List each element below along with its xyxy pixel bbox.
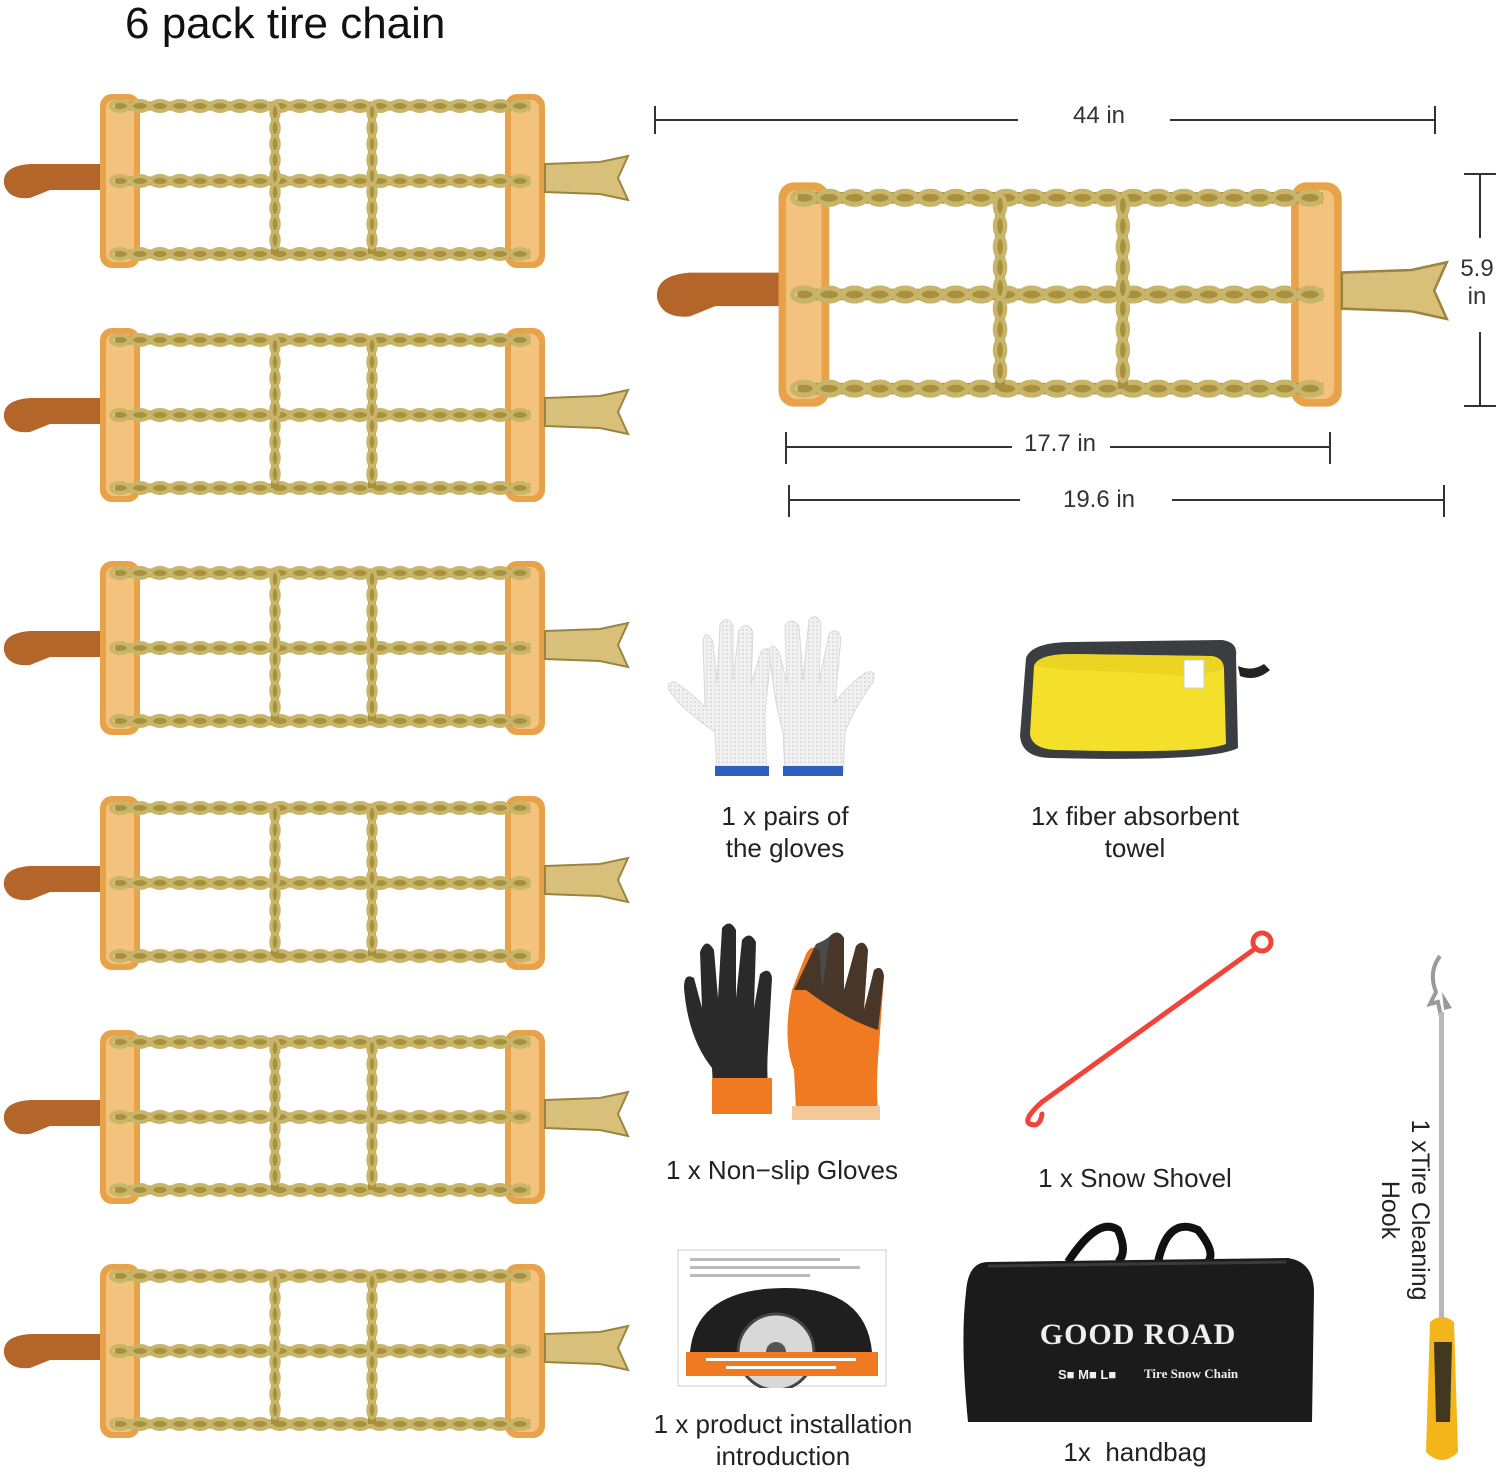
handbag-sizes: S■ M■ L■ (1058, 1367, 1117, 1382)
tire-chain-icon (3, 1030, 630, 1204)
tire-chain-icon (3, 94, 630, 268)
manual-caption: 1 x product installation introduction (630, 1408, 936, 1472)
tire-chain-icon (3, 561, 630, 735)
tire-chain-icon (3, 796, 630, 970)
tire-cleaning-hook-icon (1426, 954, 1458, 1460)
towel-caption-line1: 1x fiber absorbent (1030, 801, 1240, 831)
tire-chain-6 (0, 1256, 640, 1446)
hook-caption: 1 xTire Cleaning Hook (1376, 1080, 1434, 1340)
gloves-caption-line1: 1 x pairs of (721, 801, 849, 831)
nonslip-gloves-caption: 1 x Non−slip Gloves (666, 1155, 898, 1185)
gloves-caption-line2: the gloves (725, 833, 845, 863)
inner-length-label: 17.7 in (1023, 430, 1097, 457)
snow-shovel-caption: 1 x Snow Shovel (1038, 1163, 1232, 1193)
manual-caption-line2: introduction (715, 1441, 851, 1471)
tire-chain-icon (3, 328, 630, 502)
handbag-label: Tire Snow Chain (1144, 1366, 1239, 1381)
white-gloves-icon (667, 616, 875, 776)
inner-length-dimension-line (785, 432, 1331, 464)
installation-manual-icon (677, 1249, 887, 1388)
handbag-caption: 1x handbag (1063, 1437, 1207, 1467)
page-title: 6 pack tire chain (125, 0, 446, 48)
handbag-illustration: GOOD ROAD S■ M■ L■ Tire Snow Chain (958, 1222, 1318, 1430)
height-value: 5.9 (1460, 255, 1494, 282)
hook-caption-line1: 1 xTire Cleaning (1406, 1119, 1434, 1301)
tire-chain-5 (0, 1022, 640, 1212)
snow-shovel-icon (1025, 930, 1274, 1128)
tire-chain-1 (0, 86, 640, 276)
towel-caption: 1x fiber absorbent towel (1010, 800, 1260, 864)
manual-caption-line1: 1 x product installation (653, 1409, 913, 1439)
gloves-caption: 1 x pairs of the gloves (680, 800, 890, 864)
overall-length-dimension-line (654, 106, 1436, 134)
towel-icon (1020, 640, 1270, 759)
overall-length-label: 44 in (1072, 102, 1126, 129)
height-dimension-line (1464, 173, 1496, 407)
nonslip-gloves-icon (684, 923, 884, 1120)
handbag-icon (963, 1222, 1314, 1422)
tire-chain-2 (0, 320, 640, 510)
outer-length-dimension-line (788, 485, 1445, 517)
tire-chain-4 (0, 788, 640, 978)
height-label: 5.9 in (1452, 255, 1500, 311)
height-unit: in (1467, 283, 1487, 310)
handbag-brand: GOOD ROAD (1039, 1318, 1237, 1351)
featured-tire-chain (652, 172, 1462, 417)
outer-length-label: 19.6 in (1062, 486, 1136, 513)
towel-caption-line2: towel (1104, 833, 1166, 863)
tire-chain-icon (3, 1264, 630, 1438)
hook-caption-line2: Hook (1376, 1180, 1404, 1240)
tire-chain-3 (0, 553, 640, 743)
